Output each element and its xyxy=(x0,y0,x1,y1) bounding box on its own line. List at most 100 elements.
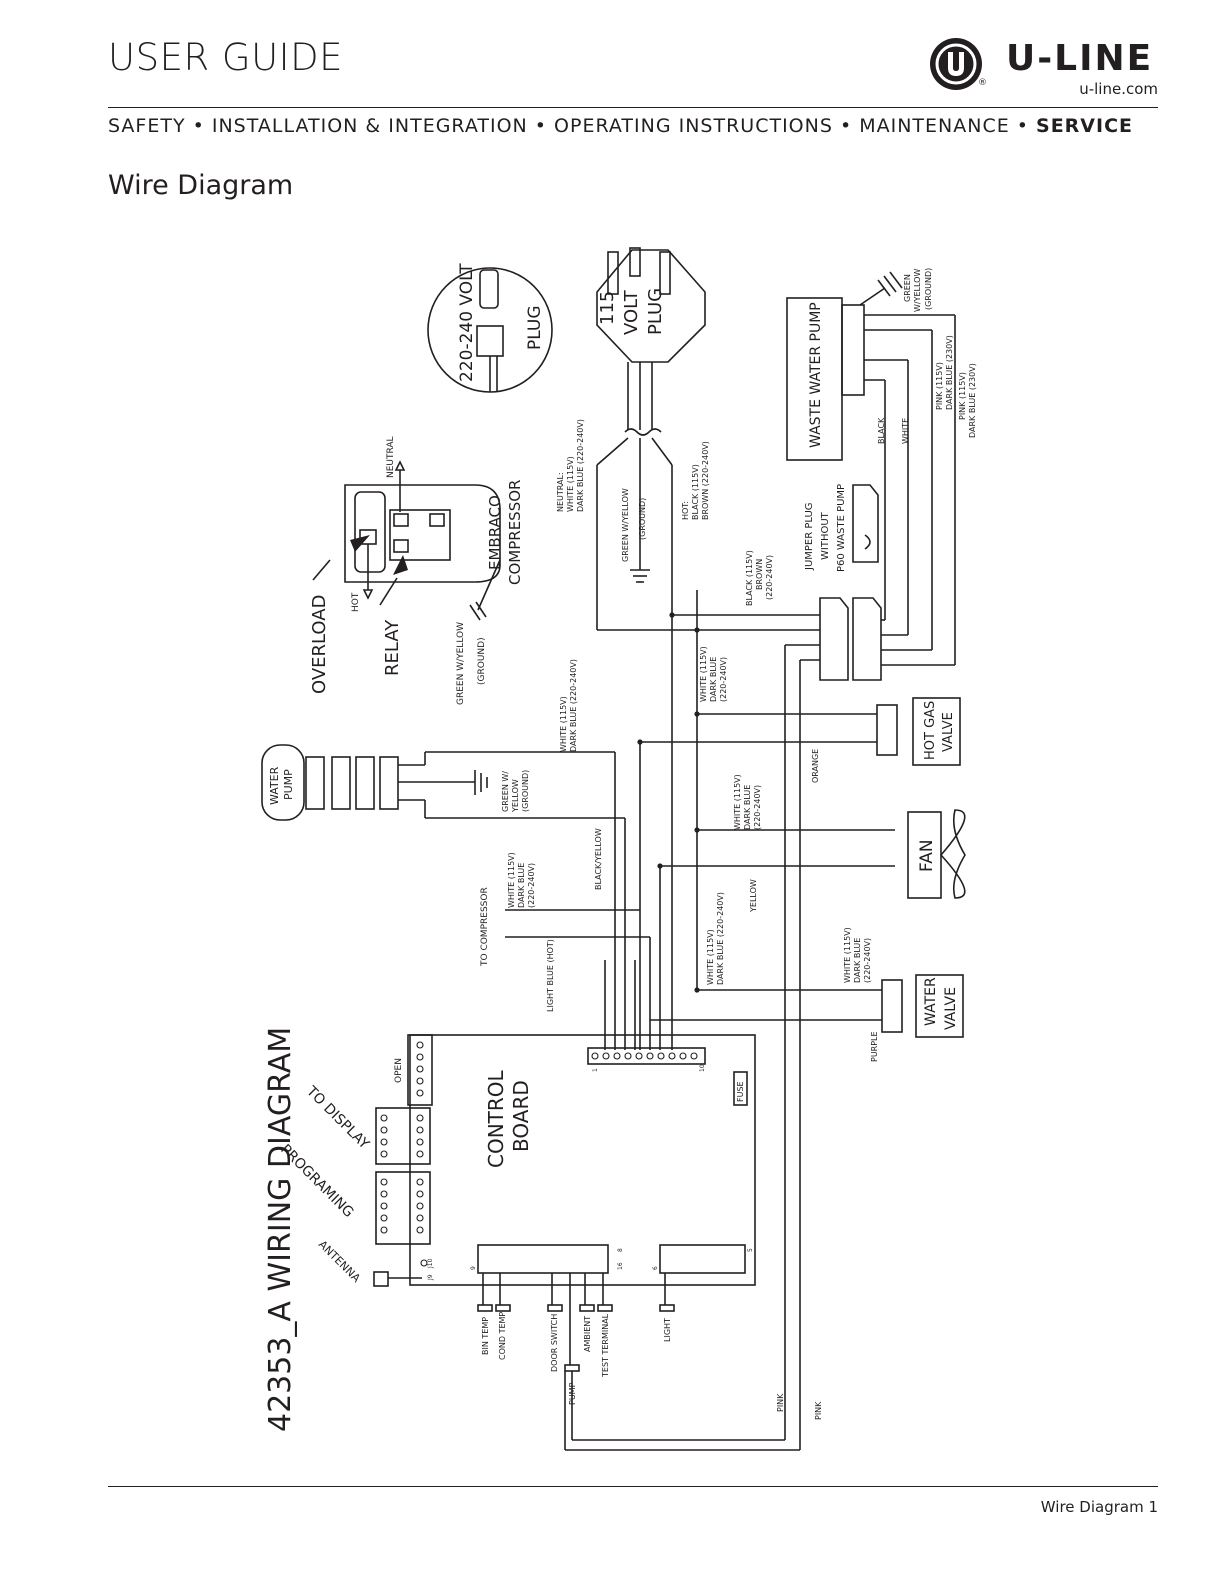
wdb-fan-2: DARK BLUE xyxy=(743,785,752,830)
pin-6-label: 6 xyxy=(652,1266,659,1270)
nav-separator: • xyxy=(832,115,860,137)
embraco-1: EMBRACO xyxy=(486,495,504,570)
pink-2b: DARK BLUE (230V) xyxy=(968,363,977,438)
plug-115-label-2: VOLT xyxy=(621,289,642,335)
door-switch-label: DOOR SWITCH xyxy=(550,1314,559,1372)
hot-label: HOT xyxy=(351,592,361,612)
bin-temp-label: BIN TEMP xyxy=(481,1317,490,1355)
fuse-box xyxy=(733,1071,748,1106)
j10-label: J10 xyxy=(427,1258,434,1269)
overload-arrow-icon xyxy=(350,535,370,552)
nav-item-operating[interactable]: OPERATING INSTRUCTIONS xyxy=(554,115,833,137)
ambient-label: AMBIENT xyxy=(583,1316,592,1352)
pin-9-label: 9 xyxy=(470,1266,477,1270)
sensor-connector xyxy=(477,1244,609,1274)
compressor-housing xyxy=(344,484,501,583)
plug-115-label-3: PLUG xyxy=(645,288,666,335)
hot-gas-valve-box xyxy=(912,697,961,766)
plug-220-label-2: PLUG xyxy=(525,306,545,351)
section-title: Wire Diagram xyxy=(108,170,294,201)
wdb-b-1: WHITE (115V) xyxy=(699,646,708,702)
wdb-b-3: (220-240V) xyxy=(719,657,728,702)
black-brown-1: BLACK (115V) xyxy=(745,550,754,606)
pin-1-label: 1 xyxy=(592,1068,599,1072)
embraco-2: COMPRESSOR xyxy=(506,480,524,585)
terminal-block-b xyxy=(852,597,882,681)
nav-item-installation[interactable]: INSTALLATION & INTEGRATION xyxy=(211,115,528,137)
plug-220-head-icon xyxy=(479,269,499,309)
pink-label-1: PINK xyxy=(776,1393,785,1412)
water-pump-outline xyxy=(261,744,305,821)
logo-url[interactable]: u-line.com xyxy=(1079,80,1158,98)
nav-item-safety[interactable]: SAFETY xyxy=(108,115,186,137)
plug-220-label: 220-240 VOLT xyxy=(457,263,477,382)
water-valve-1: WATER xyxy=(923,977,939,1026)
nav-item-maintenance[interactable]: MAINTENANCE xyxy=(859,115,1010,137)
page-header-title: USER GUIDE xyxy=(108,36,343,79)
logo-wordmark: U-LINE xyxy=(1006,38,1154,79)
light-connector xyxy=(659,1244,746,1274)
pink-2a: PINK (115V) xyxy=(958,372,967,420)
hot-gas-2: VALVE xyxy=(941,712,956,752)
section-breadcrumb: SAFETY • INSTALLATION & INTEGRATION • OP… xyxy=(108,115,1158,137)
orange-label: ORANGE xyxy=(811,749,820,783)
wdb-fan-3: (220-240V) xyxy=(753,785,762,830)
fuse-label: FUSE xyxy=(736,1081,745,1102)
pin-10-label: 10 xyxy=(699,1064,706,1072)
ground-center-1: GREEN W/YELLOW xyxy=(621,488,630,562)
j9-label: J9 xyxy=(427,1274,434,1281)
cond-temp-label: COND TEMP xyxy=(498,1312,507,1360)
light-label: LIGHT xyxy=(663,1318,672,1342)
purple-label: PURPLE xyxy=(870,1031,879,1062)
wdb-c-1: WHITE (115V) xyxy=(706,929,715,985)
header-divider xyxy=(108,107,1158,108)
ground-pump-2: YELLOW xyxy=(511,779,520,813)
registered-mark: ® xyxy=(978,78,987,88)
antenna-label: ANTENNA xyxy=(316,1238,363,1285)
jumper-3: P60 WASTE PUMP xyxy=(836,484,847,572)
pin-5-label: 5 xyxy=(747,1248,754,1252)
hot-wire-3: BROWN (220-240V) xyxy=(701,441,710,520)
plug-115-outline xyxy=(596,249,706,363)
jumper-plug-outline xyxy=(852,484,879,563)
nav-separator: • xyxy=(185,115,212,137)
to-compressor-label: TO COMPRESSOR xyxy=(480,887,490,967)
test-terminal-label: TEST TERMINAL xyxy=(601,1313,610,1378)
open-label: OPEN xyxy=(394,1058,404,1083)
wdb-a-2: DARK BLUE (220-240V) xyxy=(569,659,578,752)
control-board-2: BOARD xyxy=(509,1080,533,1152)
to-display-label: TO DISPLAY xyxy=(302,1083,372,1153)
nav-separator: • xyxy=(527,115,555,137)
overload-label: OVERLOAD xyxy=(309,595,330,694)
nav-item-service-active[interactable]: SERVICE xyxy=(1036,115,1134,137)
black-yellow-label: BLACK/YELLOW xyxy=(594,828,603,890)
waste-pump-label: WASTE WATER PUMP xyxy=(808,302,824,448)
fan-label: FAN xyxy=(917,839,937,872)
pink-label-2: PINK xyxy=(814,1401,823,1420)
pink-1b: DARK BLUE (230V) xyxy=(945,335,954,410)
footer-page-label: Wire Diagram 1 xyxy=(1040,1498,1158,1516)
diagram-title: 42353_A WIRING DIAGRAM xyxy=(263,1027,298,1432)
neutral-wire-3: DARK BLUE (220-240V) xyxy=(576,419,585,512)
light-blue-label: LIGHT BLUE (HOT) xyxy=(546,939,555,1012)
jumper-1: JUMPER PLUG xyxy=(804,502,815,571)
white-label: WHITE xyxy=(901,418,910,444)
wdb-valve-1: WHITE (115V) xyxy=(843,927,852,983)
power-connector xyxy=(587,1047,706,1065)
brand-logo[interactable]: ® U-LINE u-line.com xyxy=(928,36,1164,98)
relay-label: RELAY xyxy=(382,619,403,676)
ground-top-1: GREEN xyxy=(903,274,912,302)
ground-center-2: (GROUND) xyxy=(638,498,647,540)
black-brown-2: BROWN xyxy=(755,559,764,590)
control-board-outline xyxy=(409,1034,756,1286)
water-pump-2: PUMP xyxy=(282,769,295,800)
neutral-wire-2: WHITE (115V) xyxy=(566,456,575,512)
ground-comp-1: GREEN W/YELLOW xyxy=(456,622,466,705)
yellow-label: YELLOW xyxy=(749,879,758,913)
plug-115-label: 115 xyxy=(597,291,618,325)
ground-pump-1: GREEN W/ xyxy=(501,771,510,812)
plug-prong-icon xyxy=(607,251,619,295)
footer-divider xyxy=(108,1486,1158,1487)
pump-label: PUMP xyxy=(568,1382,577,1405)
